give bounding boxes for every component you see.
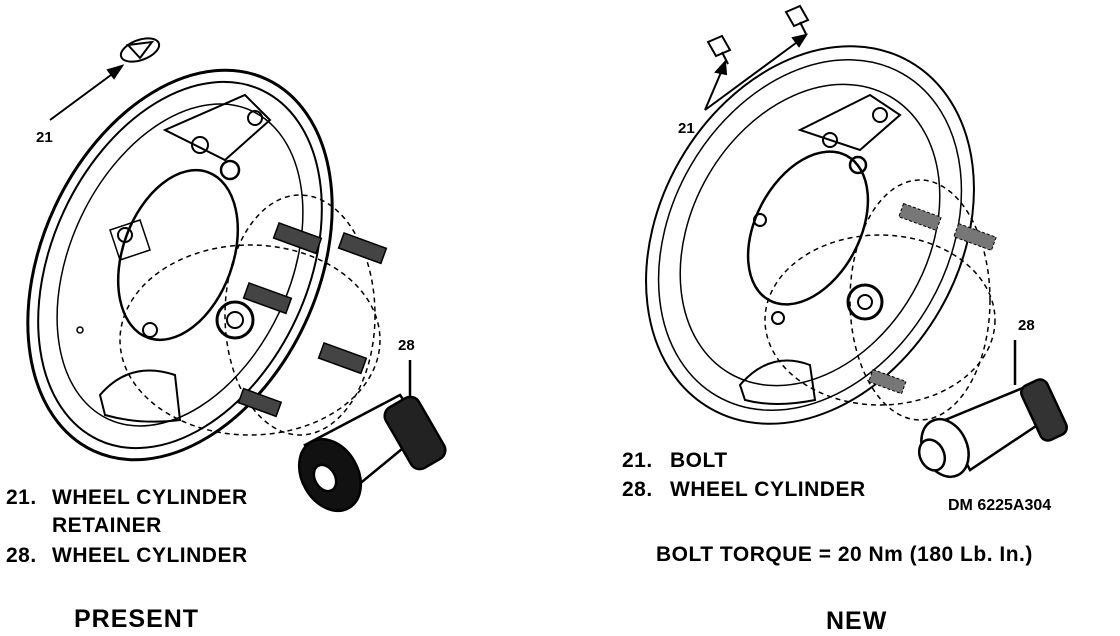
left-arrow-21 <box>49 64 125 121</box>
right-bolts <box>706 4 810 65</box>
left-legend-item-28-text: WHEEL CYLINDER <box>52 544 248 567</box>
right-callout-21: 21 <box>678 120 695 137</box>
right-legend-item-21-text: BOLT <box>670 449 728 472</box>
left-retainer-clip <box>119 37 161 63</box>
left-wheel-cylinder <box>297 360 447 513</box>
right-caption-new: NEW <box>826 607 888 635</box>
right-studs <box>867 202 997 395</box>
right-legend-item-21-num: 21. <box>622 449 653 472</box>
right-legend-item-28-num: 28. <box>622 478 653 501</box>
right-legend-item-28-text: WHEEL CYLINDER <box>670 478 866 501</box>
left-legend-item-21-text-cont: RETAINER <box>52 514 162 537</box>
right-callout-28: 28 <box>1018 317 1035 334</box>
right-backing-plate <box>645 45 996 425</box>
right-arrows-21 <box>704 33 809 111</box>
left-legend-item-21-num: 21. <box>6 486 37 509</box>
bolt-torque-note: BOLT TORQUE = 20 Nm (180 Lb. In.) <box>656 543 1033 566</box>
left-caption-present: PRESENT <box>74 605 200 633</box>
left-legend-item-28-num: 28. <box>6 544 37 567</box>
left-callout-21: 21 <box>36 129 53 146</box>
left-legend-item-21-text: WHEEL CYLINDER <box>52 486 248 509</box>
drawing-code: DM 6225A304 <box>948 497 1052 514</box>
left-callout-28: 28 <box>398 337 415 354</box>
right-wheel-cylinder <box>917 340 1068 478</box>
left-studs <box>237 221 388 418</box>
left-backing-plate <box>26 68 381 462</box>
